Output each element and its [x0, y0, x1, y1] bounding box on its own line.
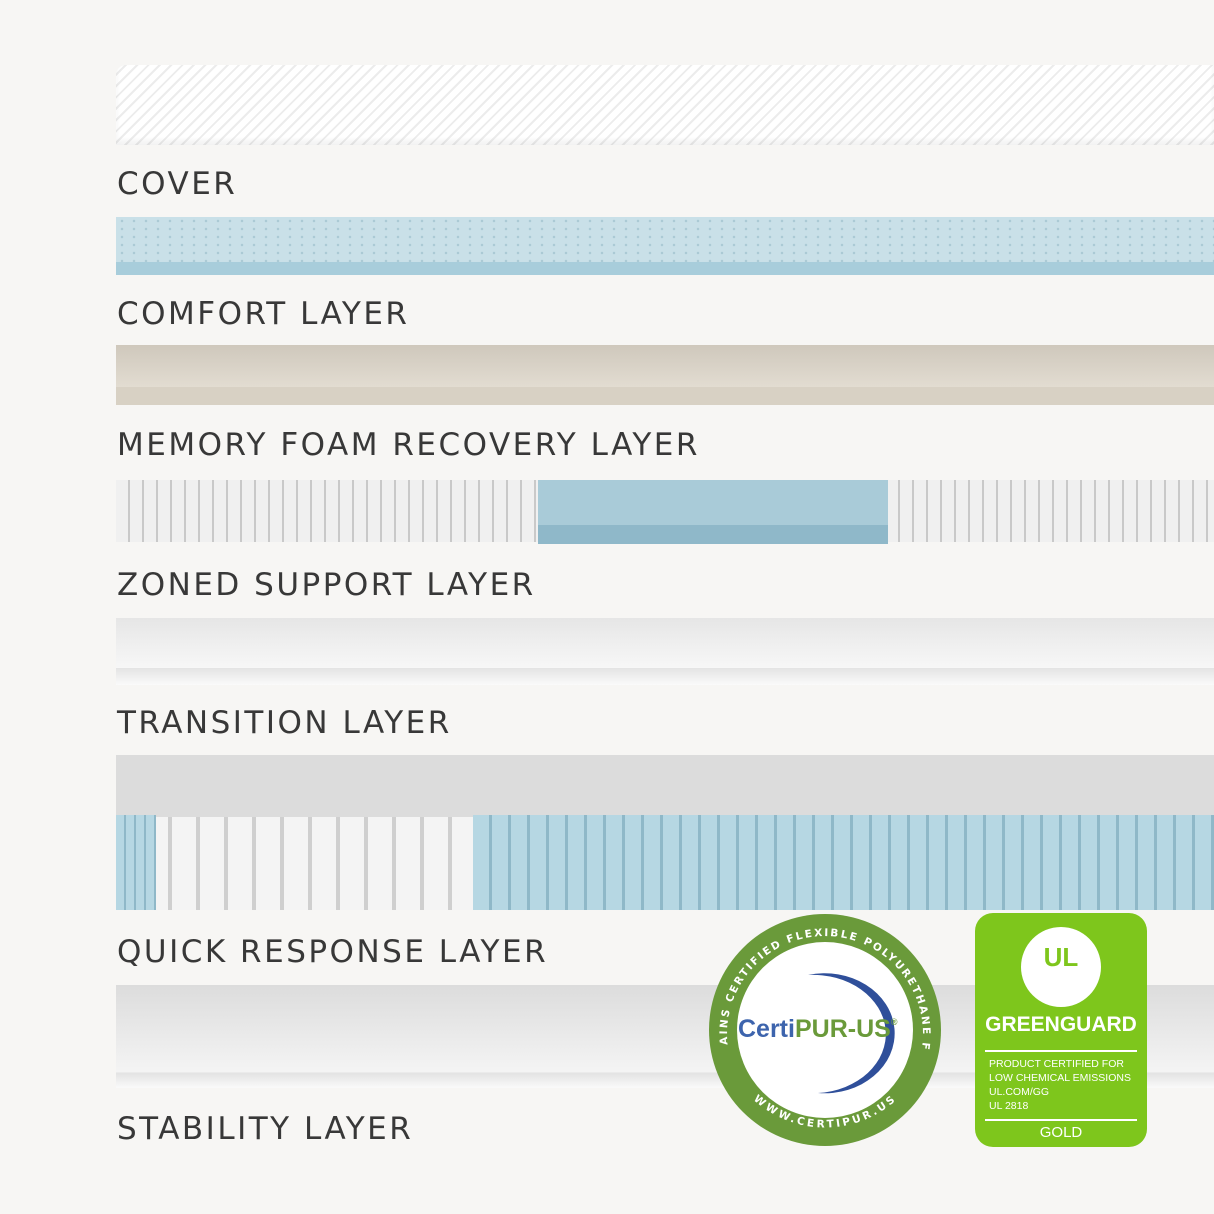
cover-layer-image: [116, 65, 1214, 145]
greenguard-title: GREENGUARD: [985, 1013, 1137, 1036]
cover-label: COVER: [117, 166, 238, 202]
quick-response-layer-label: QUICK RESPONSE LAYER: [117, 934, 549, 970]
divider: [985, 1050, 1137, 1052]
greenguard-tier: GOLD: [1039, 1124, 1083, 1141]
zoned-support-center-foam: [538, 480, 888, 544]
greenguard-line: UL.COM/GG: [989, 1086, 1050, 1098]
transition-layer-label: TRANSITION LAYER: [117, 705, 452, 741]
transition-layer-image: [116, 618, 1214, 685]
quick-response-edge-coils: [116, 815, 156, 910]
stability-layer-label: STABILITY LAYER: [117, 1111, 414, 1147]
greenguard-line: PRODUCT CERTIFIED FOR: [989, 1058, 1124, 1070]
certipur-registered-mark: ®: [891, 1017, 898, 1027]
ul-logo-text: UL: [1043, 942, 1079, 972]
greenguard-line: LOW CHEMICAL EMISSIONS: [989, 1072, 1131, 1084]
zoned-support-layer-label: ZONED SUPPORT LAYER: [117, 567, 536, 603]
divider: [985, 1119, 1137, 1121]
greenguard-details: PRODUCT CERTIFIED FOR LOW CHEMICAL EMISS…: [989, 1057, 1131, 1113]
comfort-layer-label: COMFORT LAYER: [117, 296, 410, 332]
memory-foam-layer-image: [116, 345, 1214, 405]
memory-foam-layer-label: MEMORY FOAM RECOVERY LAYER: [117, 427, 700, 463]
greenguard-gold-badge: UL GREENGUARD PRODUCT CERTIFIED FOR LOW …: [975, 913, 1147, 1147]
svg-text:CertiPUR-US®: CertiPUR-US®: [738, 1015, 898, 1043]
quick-response-blue-coils: [473, 815, 1214, 910]
certipur-logo-certi: Certi: [738, 1015, 795, 1043]
comfort-layer-image: [116, 217, 1214, 275]
certipur-logo-pur-us: PUR-US: [795, 1015, 891, 1043]
ul-leaf-logo-icon: UL: [1021, 927, 1101, 1007]
greenguard-line: UL 2818: [989, 1100, 1029, 1112]
certipur-us-badge: CONTAINS CERTIFIED FLEXIBLE POLYURETHANE…: [708, 913, 941, 1146]
